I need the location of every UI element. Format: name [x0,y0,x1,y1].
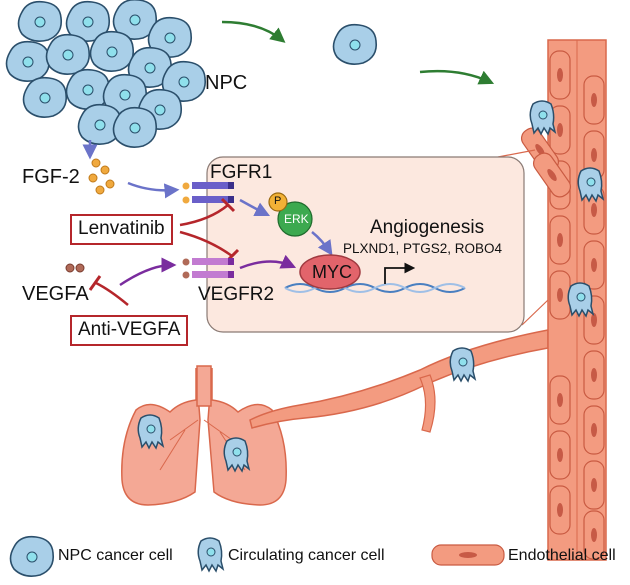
migration-arrow-1 [221,20,286,43]
fgf2-arrow [127,181,180,199]
phospho-node [268,192,288,212]
vegfr2-to-myc-arrow [239,254,297,270]
fgf2-label: FGF-2 [22,166,80,188]
erk-label: ERK [284,212,309,226]
anti-vegfa-inhibit [95,281,129,306]
migration-arrow-2 [419,69,495,85]
legend-circulating-label: Circulating cancer cell [228,547,385,564]
vessel-branch-2 [419,374,436,433]
lenvatinib-inhibit-vegfr2 [179,230,233,258]
angiogenesis-label: Angiogenesis [370,217,485,238]
fgfr1-label: FGFR1 [210,162,273,183]
lenvatinib-box: Lenvatinib [70,214,173,245]
vegfr2-receptor [182,258,234,279]
zoom-line-top [497,149,536,158]
myc-label: MYC [312,262,352,282]
lungs [121,365,287,506]
npc-cancer-cell-icon [9,535,55,577]
npc-label: NPC [205,72,248,94]
endothelial-cell-icon [431,544,505,566]
vegfa-label: VEGFA [22,283,89,305]
phospho-label: P [274,195,282,207]
vessel-circulating-cell [449,347,476,382]
vegfa-ligands [65,263,85,273]
migrating-npc-cell [332,23,378,65]
gene-list-label: PLXND1, PTGS2, ROBO4 [343,241,503,256]
myc-node [299,254,361,290]
fgfr1-to-erk-arrow [239,198,271,217]
vessel-branch [249,329,549,429]
dna-helix [284,283,466,293]
erk-node [277,201,313,237]
transcription-arrow [384,262,416,284]
anti-vegfa-box: Anti-VEGFA [70,315,189,346]
vegfr2-label: VEGFR2 [198,284,275,305]
npc-tumor-cluster [5,0,207,148]
legend-npc-label: NPC cancer cell [58,547,173,564]
circulating-cancer-cell-icon [197,537,224,572]
fgfr1-receptor [182,182,234,204]
zoom-line-bottom [521,299,549,326]
blood-vessel [517,39,607,561]
vegfa-arrow [119,257,177,287]
legend-endothelial-label: Endothelial cell [508,547,616,564]
fgf2-ligands [88,158,115,195]
erk-to-myc-arrow [311,231,333,256]
lenvatinib-inhibit-fgfr1 [179,204,229,227]
